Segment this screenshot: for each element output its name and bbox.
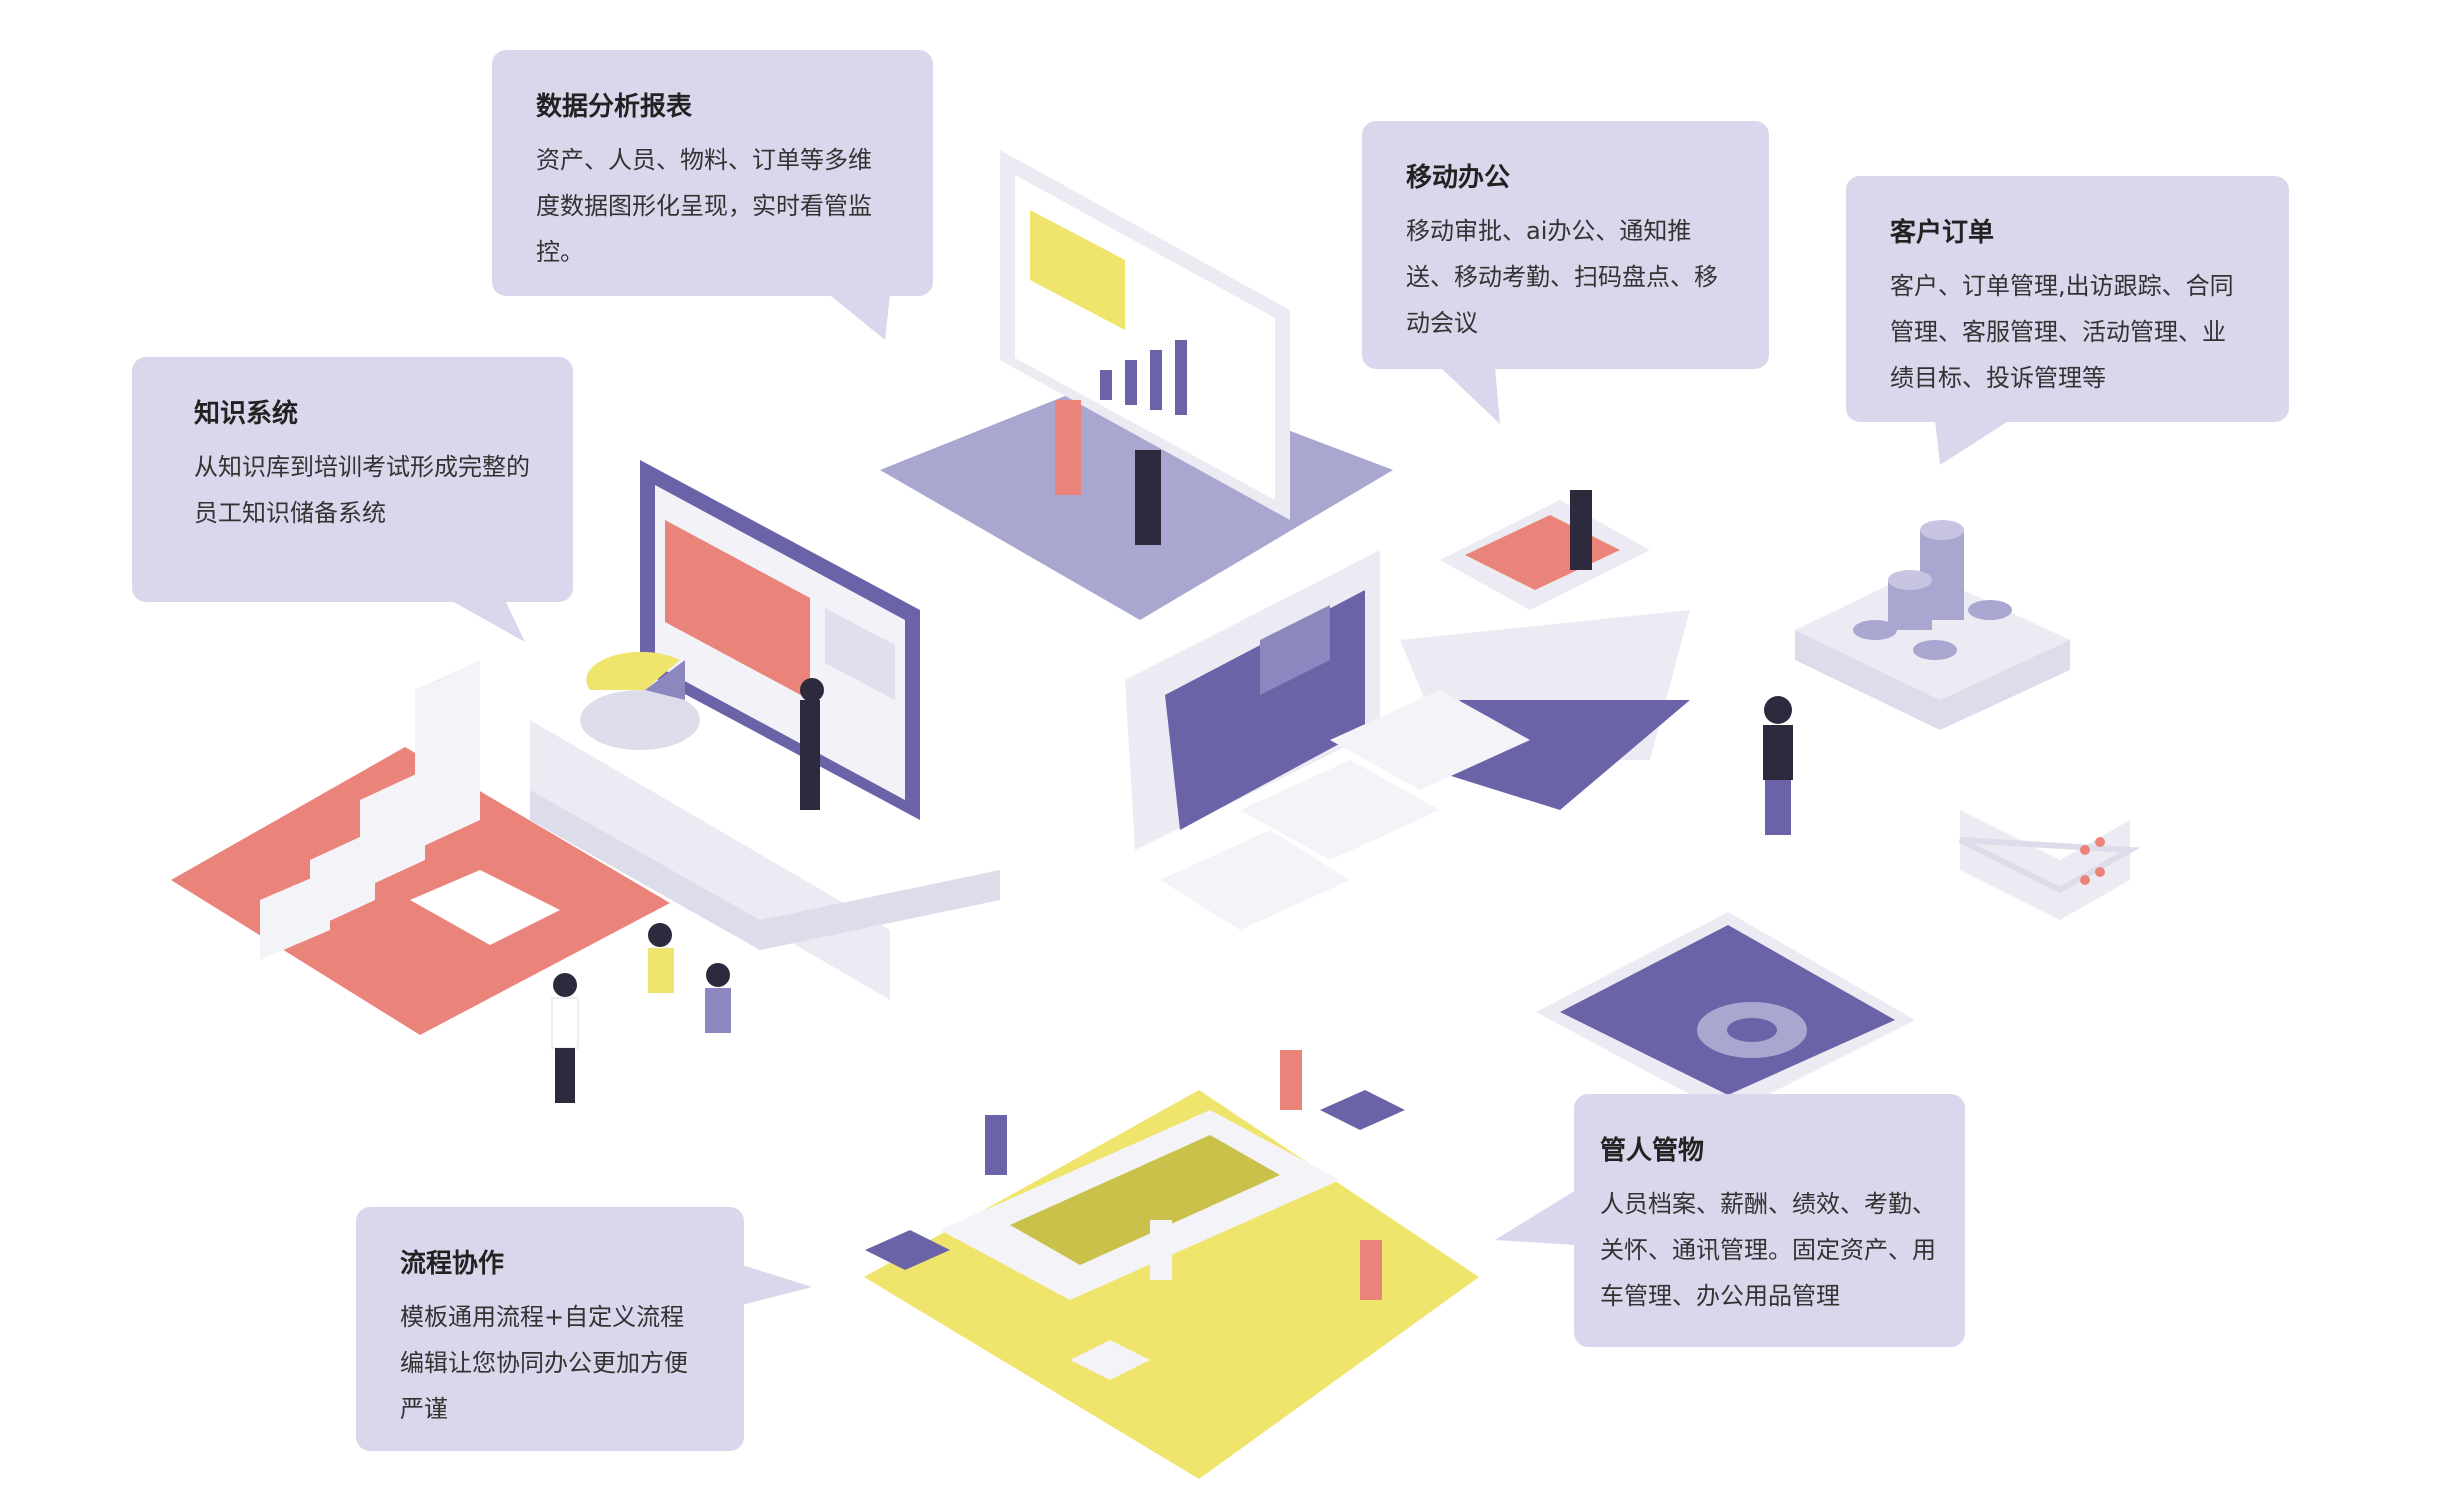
callout-title: 知识系统 bbox=[194, 399, 299, 429]
callout-title: 移动办公 bbox=[1406, 163, 1511, 193]
callout-body: 人员档案、薪酬、绩效、考勤、关怀、通讯管理。固定资产、用车管理、办公用品管理 bbox=[1600, 1190, 1936, 1310]
coins-platform bbox=[1795, 520, 2070, 730]
workflow-platform bbox=[864, 1050, 1479, 1479]
callout-title: 流程协作 bbox=[400, 1249, 505, 1279]
callout-knowledge: 知识系统 从知识库到培训考试形成完整的员工知识储备系统 bbox=[132, 357, 573, 602]
desktop-monitor bbox=[1125, 550, 1690, 930]
callout-body: 资产、人员、物料、订单等多维度数据图形化呈现，实时看管监控。 bbox=[536, 146, 872, 266]
callout-data-report: 数据分析报表 资产、人员、物料、订单等多维度数据图形化呈现，实时看管监控。 bbox=[492, 50, 933, 296]
analytics-monitor bbox=[580, 460, 920, 820]
callout-workflow: 流程协作 模板通用流程+自定义流程编辑让您协同办公更加方便严谨 bbox=[356, 1207, 744, 1451]
callout-body: 移动审批、ai办公、通知推送、移动考勤、扫码盘点、移动会议 bbox=[1406, 217, 1718, 337]
callout-body: 客户、订单管理,出访跟踪、合同管理、客服管理、活动管理、业绩目标、投诉管理等 bbox=[1890, 272, 2234, 392]
server-stack bbox=[1958, 810, 2141, 920]
callout-people-assets: 管人管物 人员档案、薪酬、绩效、考勤、关怀、通讯管理。固定资产、用车管理、办公用… bbox=[1574, 1094, 1965, 1347]
callout-title: 客户订单 bbox=[1890, 218, 1995, 248]
callout-body: 从知识库到培训考试形成完整的员工知识储备系统 bbox=[194, 453, 530, 527]
callout-body: 模板通用流程+自定义流程编辑让您协同办公更加方便严谨 bbox=[400, 1303, 688, 1423]
callout-mobile-office: 移动办公 移动审批、ai办公、通知推送、移动考勤、扫码盘点、移动会议 bbox=[1362, 121, 1769, 369]
callout-customer-order: 客户订单 客户、订单管理,出访跟踪、合同管理、客服管理、活动管理、业绩目标、投诉… bbox=[1846, 176, 2289, 422]
callout-title: 管人管物 bbox=[1600, 1136, 1705, 1166]
data-report-platform bbox=[880, 150, 1393, 620]
people-group bbox=[551, 923, 731, 1103]
gear-platform bbox=[1536, 912, 1915, 1115]
knowledge-platform bbox=[171, 660, 1000, 1035]
mobile-office-platform bbox=[1440, 490, 1650, 610]
person-standing bbox=[1763, 696, 1793, 835]
callout-title: 数据分析报表 bbox=[536, 92, 693, 122]
